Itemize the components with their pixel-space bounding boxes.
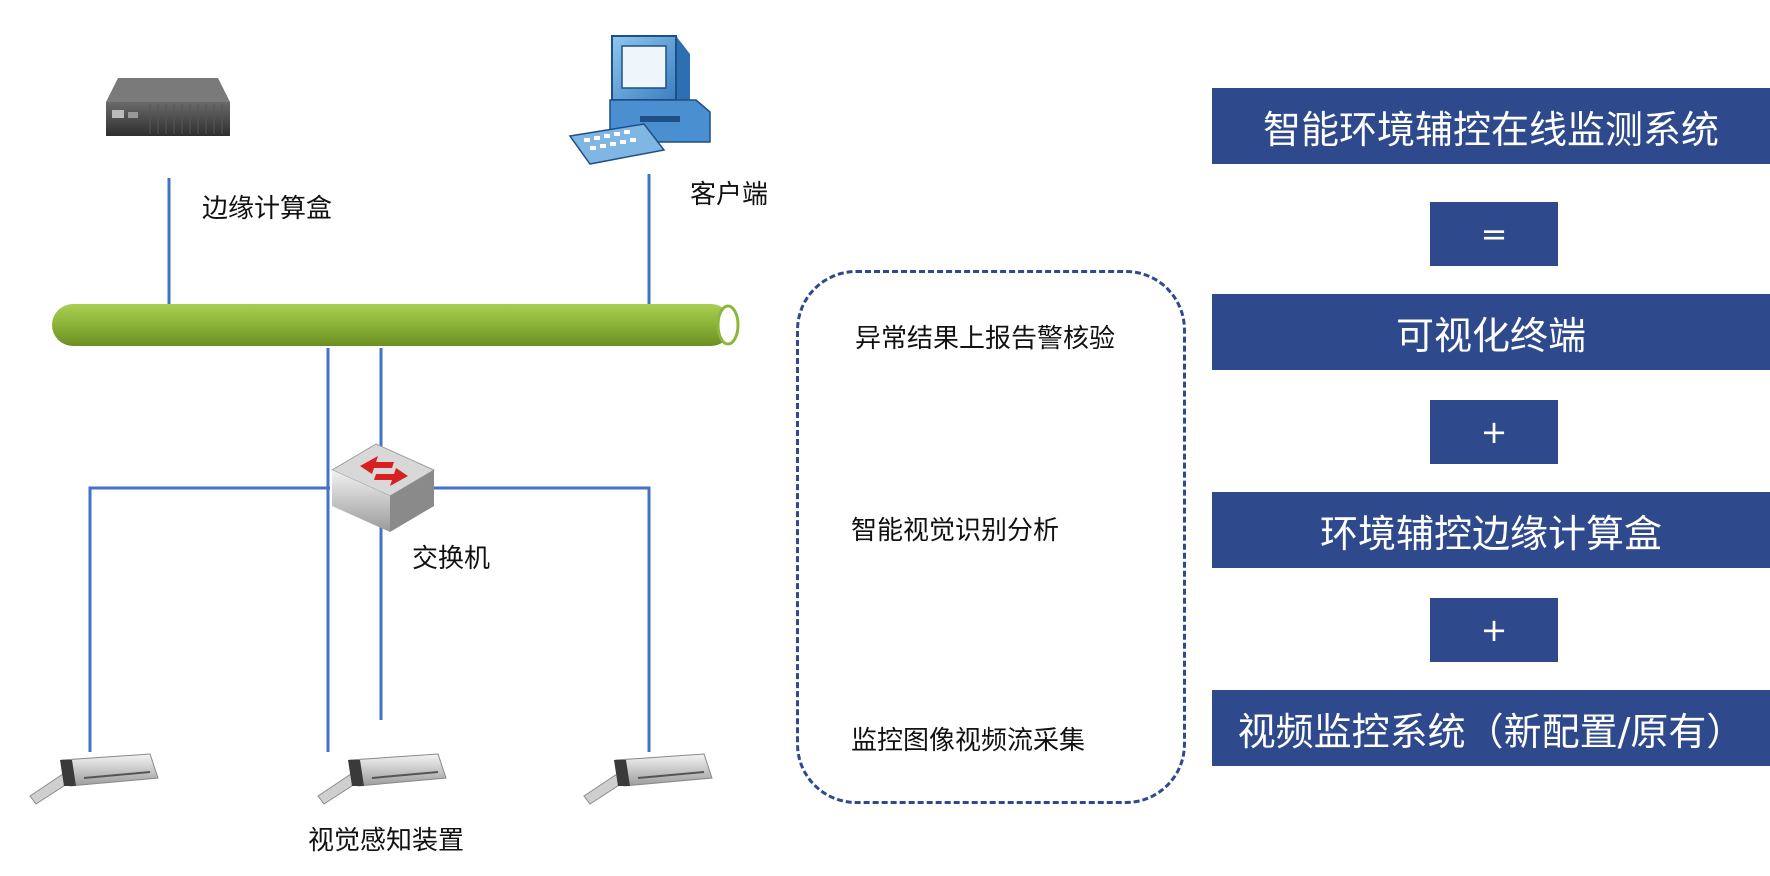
switch-to-camera-right (432, 486, 651, 752)
camera-right-icon (583, 753, 713, 805)
switch-icon (330, 443, 436, 532)
process-panel (796, 270, 1186, 804)
process-step-report: 异常结果上报告警核验 (855, 324, 1116, 354)
visual-terminal-box: 可视化终端 (1212, 294, 1770, 370)
plus-box-1: + (1430, 400, 1558, 464)
plus-box-2: + (1430, 598, 1558, 662)
equals-box: = (1430, 202, 1558, 266)
switch-to-camera-left (88, 486, 330, 752)
network-bus (52, 304, 740, 346)
client-pc-icon (568, 35, 711, 165)
switch-label: 交换机 (412, 544, 491, 574)
connection-lines (88, 174, 651, 752)
edge-box-system-box: 环境辅控边缘计算盒 (1212, 492, 1770, 568)
process-step-capture: 监控图像视频流采集 (851, 726, 1086, 756)
edge-box-icon (106, 78, 230, 136)
edge-box-label: 边缘计算盒 (202, 194, 333, 224)
video-monitoring-box: 视频监控系统（新配置/原有） (1212, 690, 1770, 766)
process-step-analysis: 智能视觉识别分析 (851, 516, 1060, 546)
camera-left-icon (29, 753, 159, 805)
system-title-box: 智能环境辅控在线监测系统 (1212, 88, 1770, 164)
camera-middle-icon (317, 753, 447, 805)
camera-label: 视觉感知装置 (308, 826, 465, 856)
client-label: 客户端 (690, 180, 769, 210)
